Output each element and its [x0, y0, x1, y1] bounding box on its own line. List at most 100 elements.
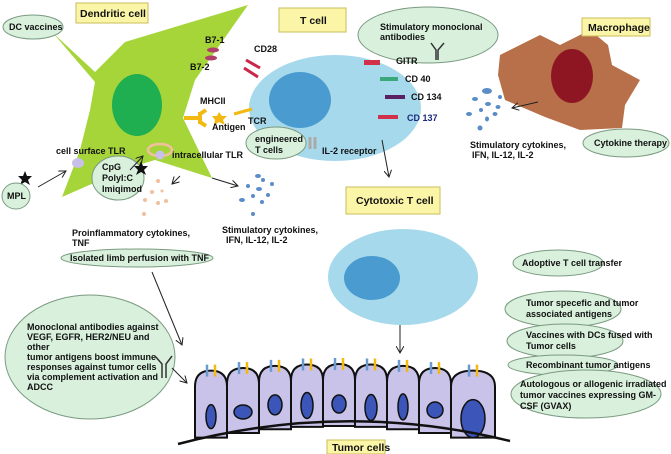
proinflammatory-cytokines: [142, 179, 168, 216]
tumor-cells: [194, 358, 496, 439]
cytotoxic-label-box: [345, 186, 441, 215]
monoclonal-line: VEGF, EGFR, HER2/NEU and: [27, 332, 150, 342]
cd28-label: CD28: [254, 44, 277, 54]
monoclonal-ellipse: [4, 294, 176, 420]
tumor-nucleus: [426, 401, 444, 419]
mac-cytokines-label-2: IFN, IL-12, IL-2: [472, 150, 534, 160]
cytokine-therapy-ellipse: [582, 128, 670, 158]
cytotoxic-t-cell: [328, 229, 478, 325]
tumor-nucleus: [205, 403, 217, 430]
stim-antibodies-ellipse: [357, 6, 499, 64]
cd28-marker-2: [243, 66, 259, 79]
tumor-basement-line: [177, 419, 511, 446]
tumor-label: Tumor cells: [332, 442, 390, 454]
tumor-label-box: [326, 439, 386, 454]
antibody-icon: [430, 42, 445, 60]
cd134-marker: [385, 95, 405, 99]
engineered-tcells-ellipse: [245, 126, 307, 160]
dendritic-label-box: [75, 2, 149, 24]
tumor-nucleus: [233, 404, 253, 420]
antigen-label: Antigen: [212, 122, 246, 132]
tumor-cell: [418, 366, 452, 434]
vaccine-3-line-1: Recombinant tumor antigens: [526, 360, 651, 370]
stim-antibodies-label-2: antibodies: [380, 32, 425, 42]
vaccine-2-line-2: Tumor cells: [526, 341, 576, 351]
proinflammatory-label-1: Proinflammatory cytokines,: [72, 228, 190, 238]
tlr-agonists-ellipse: [91, 155, 145, 201]
agonist-star-icon: [134, 161, 148, 175]
cytokine-therapy-label: Cytokine therapy: [594, 138, 667, 148]
tcell-label: T cell: [300, 15, 327, 27]
mhcii-icon: [184, 108, 208, 128]
monoclonal-line: Monoclonal antibodies against: [27, 322, 159, 332]
cd137-label: CD 137: [407, 113, 438, 123]
limb-perfusion-label: Isolated limb perfusion with TNF: [70, 253, 210, 263]
polyic-label: PolyI:C: [102, 173, 134, 183]
dc-cytokines-label-1: Stimulatory cytokines,: [222, 225, 318, 235]
cd40-marker: [380, 77, 398, 81]
cd40-label: CD 40: [405, 74, 431, 84]
gitr-label: GITR: [396, 56, 418, 66]
vaccine-2-line-1: Vaccines with DCs fused with: [526, 330, 653, 340]
dc-vaccines-ellipse: [2, 14, 64, 40]
tcr-label: TCR: [248, 116, 267, 126]
tumor-nucleus: [364, 393, 378, 422]
antigen-icon: [212, 112, 227, 125]
proinflammatory-label-2: TNF: [72, 238, 90, 248]
mhcii-label: MHCII: [200, 96, 226, 106]
dc-cytokines-label-2: IFN, IL-12, IL-2: [226, 235, 288, 245]
cd28-marker: [245, 58, 261, 70]
monoclonal-line: ADCC: [27, 382, 53, 392]
b7-2-marker: [205, 55, 217, 61]
tcr-marker: [233, 107, 253, 116]
imiqimod-label: Imiqimod: [102, 184, 142, 194]
mac-cytokines-label-1: Stimulatory cytokines,: [470, 140, 566, 150]
engineered-label-1: engineered: [255, 134, 303, 144]
b7-2-label: B7-2: [190, 62, 210, 72]
vaccine-1-line-1: Tumor specefic and tumor: [526, 298, 639, 308]
vaccine-ellipse-4: [510, 369, 662, 419]
cytotoxic-label: Cytotoxic T cell: [356, 195, 434, 207]
t-cell-nucleus: [269, 72, 331, 128]
arrows: [37, 101, 539, 383]
engineered-label-2: T cells: [255, 145, 283, 155]
dendritic-nucleus: [112, 74, 162, 136]
tcell-label-box: [278, 7, 347, 33]
b7-1-marker: [207, 47, 219, 53]
cpg-label: CpG: [102, 162, 121, 172]
cytotoxic-nucleus: [344, 256, 400, 300]
gitr-marker: [364, 60, 380, 65]
macrophage-label: Macrophage: [588, 22, 650, 34]
mpl-ellipse: [1, 182, 31, 210]
b7-1-label: B7-1: [205, 35, 225, 45]
intracellular-tlr-icon: [155, 150, 165, 160]
macrophage-label-box: [581, 17, 651, 37]
tumor-nucleus: [397, 393, 409, 421]
surface-tlr-label: cell surface TLR: [56, 146, 126, 156]
antibody-icon-2: [154, 355, 173, 378]
cd134-label: CD 134: [411, 92, 442, 102]
dendritic-label: Dendritic cell: [80, 8, 146, 20]
tumor-nucleus: [267, 394, 283, 416]
vaccine-4-line-3: CSF (GVAX): [520, 401, 571, 411]
tumor-cell: [226, 366, 260, 434]
monoclonal-line: tumor antigens boost immune: [27, 352, 156, 362]
tumor-nucleus: [331, 394, 347, 414]
vaccine-1-line-2: associated antigens: [526, 309, 612, 319]
macrophage-nucleus: [551, 49, 593, 103]
mpl-label: MPL: [7, 191, 27, 201]
adoptive-label: Adoptive T cell transfer: [522, 258, 623, 268]
vaccine-4-line-1: Autologous or allogenic irradiated: [520, 379, 667, 389]
monoclonal-line: via complement activation and: [27, 372, 158, 382]
monoclonal-line: responses against tumor cells: [27, 362, 157, 372]
dc-stimulatory-cytokines: [239, 174, 274, 216]
tumor-nucleus: [460, 398, 486, 439]
mpl-star-icon: [18, 171, 32, 185]
limb-perfusion-ellipse: [60, 248, 214, 268]
tumor-nucleus: [300, 391, 314, 420]
dc-vaccines-label: DC vaccines: [9, 22, 63, 32]
il2-receptor-label: IL-2 receptor: [322, 146, 377, 156]
adoptive-ellipse: [512, 249, 604, 277]
